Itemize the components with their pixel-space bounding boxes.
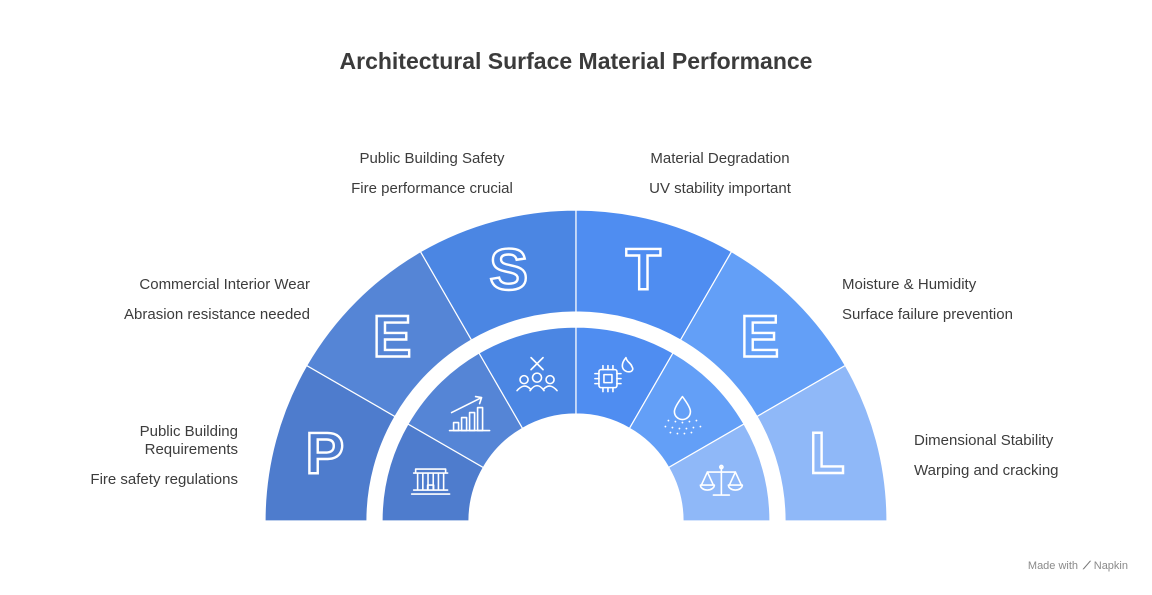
segment-title: Material Degradation <box>650 150 790 167</box>
pestel-icons <box>410 356 744 496</box>
segment-label-e1: Commercial Interior Wear Abrasion resist… <box>70 276 310 324</box>
segment-label-e2: Moisture & Humidity Surface failure prev… <box>842 276 1082 324</box>
made-with-napkin-watermark[interactable]: Made with ⟋Napkin <box>1028 560 1128 573</box>
segment-title: Commercial Interior Wear <box>139 276 310 293</box>
segment-title: Moisture & Humidity <box>842 276 977 293</box>
segment-outer-l <box>756 364 888 522</box>
segment-title: Public Building Requirements <box>139 423 238 458</box>
segment-description: Warping and cracking <box>914 462 1059 479</box>
diagram-title: Architectural Surface Material Performan… <box>339 48 813 74</box>
segment-title: Public Building Safety <box>359 150 505 167</box>
napkin-logo-icon: ⟋ <box>1083 560 1091 572</box>
segment-letter-e2: E <box>741 305 780 370</box>
segment-description: Fire safety regulations <box>90 471 238 488</box>
napkin-brand-text: Napkin <box>1093 560 1128 572</box>
segment-label-t: Material Degradation UV stability import… <box>610 150 830 198</box>
segment-description: Abrasion resistance needed <box>124 306 310 323</box>
segment-description: Fire performance crucial <box>351 180 513 197</box>
segment-letter-l: L <box>809 421 844 486</box>
segment-label-s: Public Building Safety Fire performance … <box>322 150 542 198</box>
segment-letter-p: P <box>306 421 345 486</box>
segment-title: Dimensional Stability <box>914 432 1054 449</box>
water-drop-icon <box>664 395 702 435</box>
segment-label-l: Dimensional Stability Warping and cracki… <box>914 432 1134 480</box>
balance-scale-icon <box>699 464 744 496</box>
made-with-text: Made with <box>1027 560 1079 572</box>
chip-flame-icon <box>594 356 634 393</box>
segment-letter-e1: E <box>373 305 412 370</box>
segment-label-p: Public Building Requirements Fire safety… <box>38 423 238 489</box>
segment-description: Surface failure prevention <box>842 306 1013 323</box>
segment-letter-t: T <box>626 237 661 302</box>
bar-chart-growth-icon <box>448 395 491 432</box>
government-building-icon <box>410 468 451 495</box>
segment-description: UV stability important <box>649 180 791 197</box>
segment-letter-s: S <box>489 237 528 302</box>
people-group-icon <box>516 356 558 392</box>
